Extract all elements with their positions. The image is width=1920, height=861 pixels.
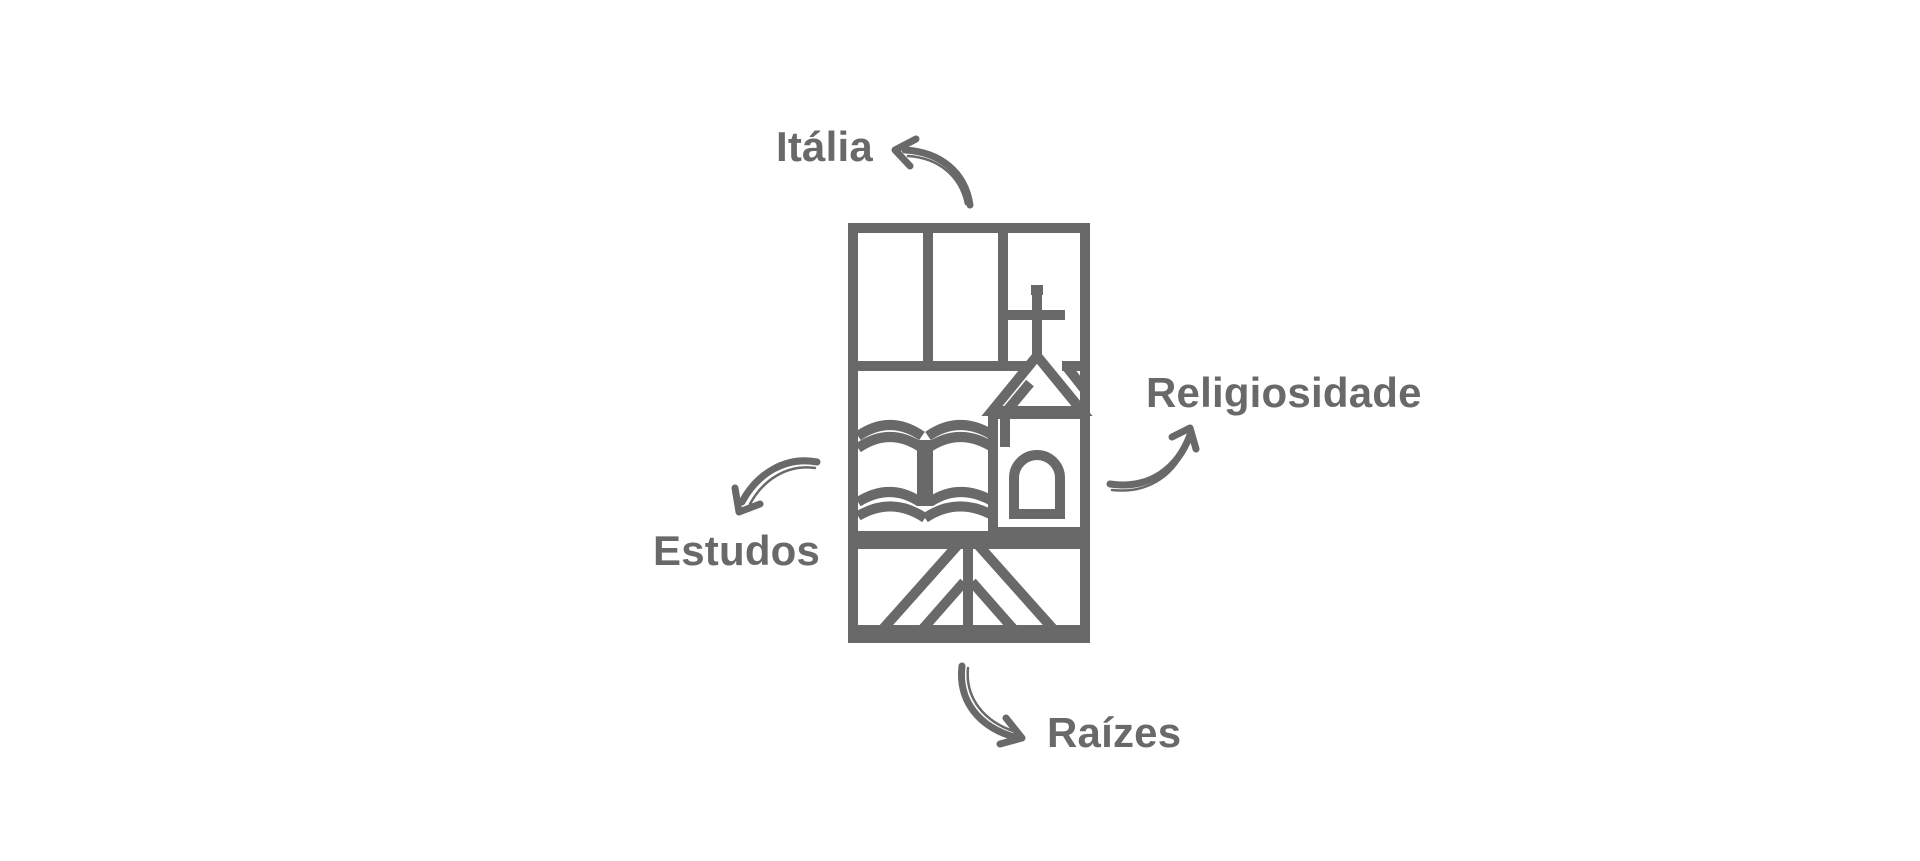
arrow-to-religiosidade-icon xyxy=(1106,424,1200,492)
church-icon xyxy=(981,348,1093,537)
arrow-to-raizes-icon xyxy=(958,662,1026,748)
label-raizes: Raízes xyxy=(1047,709,1182,756)
arrow-to-estudos-icon xyxy=(731,457,821,516)
label-religiosidade: Religiosidade xyxy=(1146,369,1422,416)
open-book-icon xyxy=(853,420,1085,541)
roots-icon xyxy=(853,534,1085,638)
label-estudos: Estudos xyxy=(653,527,821,574)
arrow-to-italia-icon xyxy=(891,135,974,209)
window-panels-icon xyxy=(853,228,1085,371)
label-italia: Itália xyxy=(776,123,873,170)
cross-icon xyxy=(1008,285,1065,357)
